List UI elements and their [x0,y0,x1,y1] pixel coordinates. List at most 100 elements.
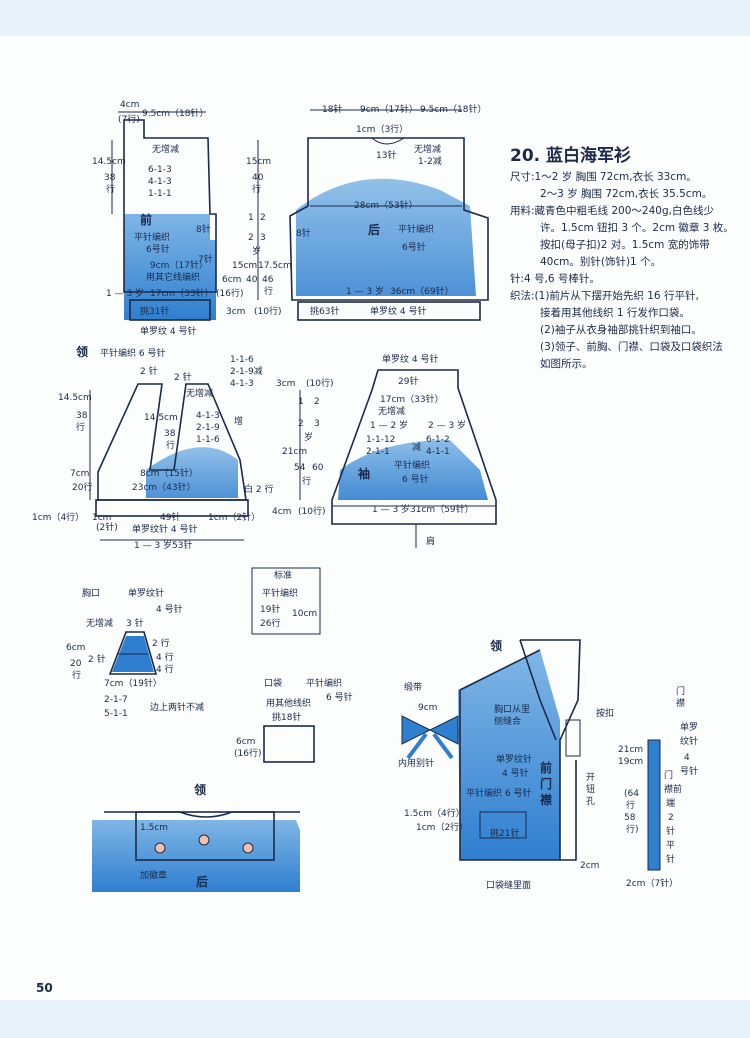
sleeve-shoulder: 肩 [426,535,435,547]
middle-h9: (16行) [216,287,243,299]
method-line-5: 如图所示。 [540,358,593,370]
size-line-1: 尺寸:1～2 岁 胸围 72cm,衣长 33cm。 [510,171,697,183]
sleeve-h4: 行 [302,475,311,487]
placket-h4: 行 [626,799,635,811]
back-top-2: 9cm（17针） [360,103,418,115]
collar-label: 领 [76,344,88,359]
collar-rib-band [95,499,249,517]
chest-needle: 4 号针 [156,603,183,615]
sleeve-h6: (10行) [298,505,325,517]
placket-h1: 21cm [618,745,643,755]
sleeve-rib: 单罗纹 4 号针 [382,353,438,365]
back-top-3: 9.5cm（18针） [420,103,486,115]
back-dec: 1-2减 [418,155,442,167]
method-line-4: (3)领子、前胸、门襟、口袋及口袋织法 [540,341,723,353]
front-detail-pocket [479,811,527,839]
front-height-2: 38 [104,173,116,183]
front-width-1: 9cm（17针） [150,259,208,271]
back-width-1: 28cm（53针） [354,199,418,211]
sleeve-dec-1: 1-1-12 [366,435,395,445]
middle-h3: 行 [252,183,261,195]
gauge-size: 10cm [292,609,317,619]
back-no-inc: 无增减 [414,143,441,155]
back-bottom-emblem: 加徽章 [140,869,167,881]
chest-3-stitches: 3 针 [126,617,144,629]
front-detail-name-2: 门 [540,776,552,791]
back-name: 后 [368,222,380,237]
chest-dec-1: 2-1-7 [104,695,128,705]
front-stitch-2: 6号针 [146,243,170,255]
bow-ribbon: 缎带 9cm 内用别针 [398,681,459,769]
back-neck-curve [371,137,405,145]
middle-sui: 岁 [252,245,261,257]
back-bottom-label: 领 [194,782,206,797]
back-width-2: 36cm（69针） [390,285,454,297]
middle-h10: (10行) [254,305,281,317]
pocket-h2: (16行) [234,747,261,759]
chest-panel: 胸口 单罗纹针 4 号针 无增减 3 针 2 行 2 针 4 行 4 行 6cm… [66,587,204,719]
pocket-other: 用其他线织 [266,697,311,709]
sleeve-a1: 1 [298,397,304,407]
collar-inc-1: 4-1-3 [196,411,220,421]
front-7-stitches: 7针 [198,253,213,265]
sleeve-piece: 单罗纹 4 号针 29针 17cm（33针） 无增减 1 — 2 岁 2 — 3… [272,353,497,548]
gauge-frame [251,567,321,635]
collar-h1: 14.5cm [58,393,92,403]
collar-h4: 14.5cm [144,413,178,423]
collar-b1: 7cm [70,469,89,479]
placket-front-6: 平 [666,840,675,851]
method-line-3: (2)袖子从衣身袖部挑针织到袖口。 [540,324,702,336]
collar-inc-3: 1-1-6 [196,435,220,445]
placket-h5: 58 [624,813,636,823]
front-detail-pick: 挑21针 [490,827,519,839]
chest-4-rows-a: 4 行 [156,651,174,663]
back-bottom-piece: 领 1.5cm 加徽章 后 [92,782,300,892]
collar-inc-2: 2-1-9 [196,423,220,433]
middle-h2: 40 [252,173,264,183]
collar-dec-1: 1-1-6 [230,355,254,365]
middle-h1: 15cm [246,157,271,167]
pocket-outline [263,725,315,763]
front-detail-piece: 领 胸口从里 侧缝合 按扣 单罗纹针 4 号针 前 门 襟 开 钮 孔 平针编织… [404,638,614,891]
placket-front-4: 2 [668,813,674,823]
collar-h8: (10行) [306,377,333,389]
middle-age-d: 3 [260,233,266,243]
collar-w3: 1cm（4行） [32,511,84,523]
chest-outline [108,631,158,675]
placket-h6: 行) [626,823,639,835]
sleeve-stitch-1: 平针编织 [394,459,430,471]
back-bottom-name: 后 [196,874,208,889]
front-piece: 4cm (7行) 9.5cm（18针） 无增减 6-1-3 4-1-3 1-1-… [92,100,217,337]
chest-width: 7cm（19针） [104,677,162,689]
front-detail-name-1: 前 [540,760,552,775]
collar-width-1: 8cm（15针） [140,467,198,479]
front-age: 1 — 3 岁 [106,287,144,299]
collar-w5: (2针) [96,521,118,533]
pocket-stitch: 平针编织 [306,677,342,689]
collar-w6: 49针 [160,511,180,523]
front-detail-snap: 按扣 [596,707,614,719]
back-8-stitches: 8针 [296,227,311,239]
front-rib: 单罗纹 4 号针 [140,325,196,337]
gauge-label: 标准 [274,569,292,581]
back-bottom-fill [92,820,300,892]
bow-width: 9cm [418,703,437,713]
middle-h11: 6cm [222,275,241,285]
back-bottom-panel [135,811,275,861]
front-top-label-1: 4cm [120,100,139,110]
placket-front-5: 针 [666,825,675,837]
sleeve-stitch-2: 6 号针 [402,473,429,485]
middle-age-b: 2 [260,213,266,223]
front-height-1: 14.5cm [92,157,126,167]
sleeve-age-3: 1 — 3 岁31cm（59针） [372,503,474,515]
back-piece: 18针 9cm（17针） 9.5cm（18针） 1cm（3行） 13针 无增减 … [289,103,489,321]
collar-dec-3: 4-1-3 [230,379,254,389]
front-detail-outline [459,649,577,861]
front-other-yarn: 用其它线编织 [146,271,200,283]
placket-strip [647,739,661,871]
sleeve-a3: 2 [298,419,304,429]
front-detail-btn-2: 钮 [586,783,595,795]
collar-h3: 行 [76,421,85,433]
pocket-piece: 口袋 平针编织 6 号针 用其他线织 挑18针 6cm (16行) [234,677,353,763]
back-piece-fill [296,178,476,296]
